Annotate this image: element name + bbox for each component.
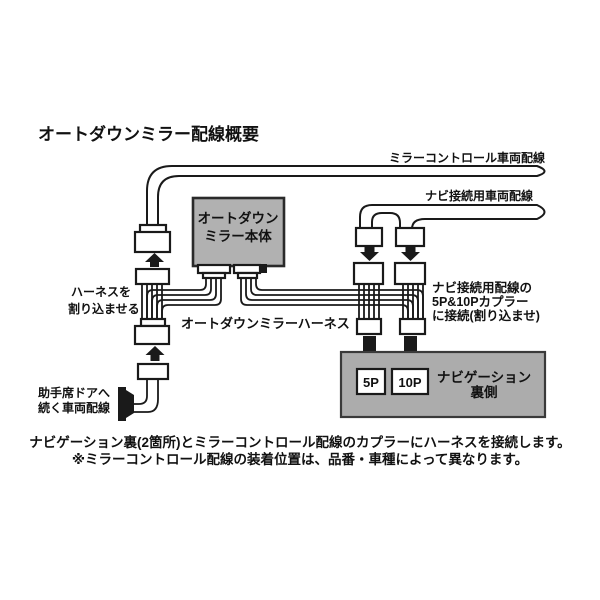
unit-connector-left-tier1	[196, 263, 232, 275]
unit-connector-right-tier1	[232, 263, 262, 275]
page-title: オートダウンミラー配線概要	[38, 124, 259, 144]
left-connector4-box	[136, 362, 170, 381]
connector-10p-label: 10P	[398, 375, 421, 390]
wire-chainB	[402, 284, 424, 319]
label-mirror-control-wiring: ミラーコントロール車両配線	[389, 150, 545, 165]
footer-line2: ※ミラーコントロール配線の装着位置は、品番・車種によって異なります。	[72, 451, 528, 467]
unit-switch-stub	[259, 264, 267, 273]
left-connector1-box	[133, 230, 172, 254]
label-insert-harness-line1: ハーネスを	[71, 285, 131, 299]
label-coupler-line1: ナビ接続用配線の	[432, 280, 532, 295]
chainA-connector2-box	[352, 261, 385, 286]
label-door-wiring-line1: 助手席ドアへ	[38, 385, 110, 400]
chainB-connector2-box	[393, 261, 427, 286]
wire-navi-tube-outer	[359, 204, 546, 230]
label-coupler-line2: 5P&10Pカプラー	[432, 294, 529, 309]
unit-connector-left-tier2	[201, 271, 227, 280]
footer-line1: ナビゲーション裏(2箇所)とミラーコントロール配線のカプラーにハーネスを接続しま…	[29, 434, 570, 450]
connector-5p	[355, 367, 387, 396]
arrow-down-icon	[401, 247, 420, 261]
arrow-up-icon	[145, 253, 164, 267]
left-connector3-box	[133, 324, 171, 346]
door-connector	[118, 387, 134, 421]
label-coupler-line3: に接続(割り込ませ)	[432, 308, 540, 323]
label-door-wiring-line2: 続く車両配線	[38, 400, 110, 415]
unit-connector-right-tier2	[236, 271, 259, 280]
wire-mirror-control-tube	[146, 165, 546, 226]
label-harness: オートダウンミラーハーネス	[181, 316, 350, 331]
nav-back-label-line1: ナビゲーション	[437, 369, 531, 385]
mirror-unit-label-line2: ミラー本体	[204, 228, 272, 244]
connector-10p	[390, 367, 430, 396]
chainA-connector3-box	[355, 317, 383, 336]
wire-navi-tube-inner	[371, 212, 401, 229]
label-insert-harness-line2: 割り込ませる	[68, 301, 140, 316]
mirror-unit-label-line1: オートダウン	[198, 210, 279, 226]
wire-to-door	[133, 379, 159, 413]
wire-left-chain	[141, 284, 163, 319]
label-navi-connection-wiring: ナビ接続用車両配線	[425, 188, 533, 203]
nav-back-label-line2: 裏側	[470, 384, 498, 400]
wire-chainA	[358, 284, 380, 319]
left-connector2-box	[134, 267, 171, 286]
arrow-up-icon	[145, 346, 165, 361]
chainB-connector3-box	[398, 317, 427, 336]
wire-to-door	[133, 379, 148, 405]
arrow-down-icon	[360, 247, 379, 261]
chainA-connector1-box	[354, 226, 384, 248]
connector-5p-label: 5P	[363, 375, 379, 390]
chainB-connector1-box	[394, 226, 426, 248]
